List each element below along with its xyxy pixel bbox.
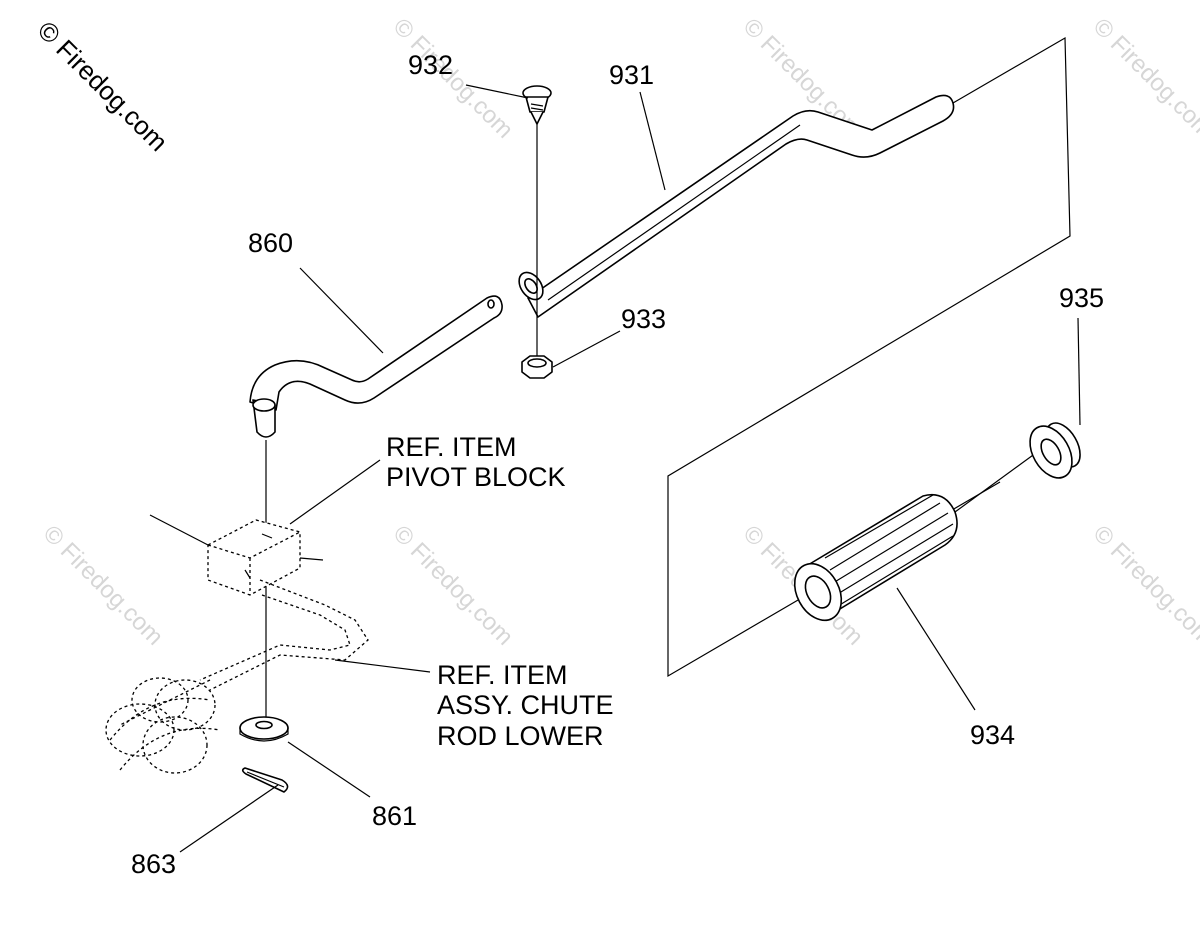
watermark-faint: © Firedog.com (1088, 13, 1200, 144)
watermark-faint: © Firedog.com (1088, 520, 1200, 651)
ref-note-line: ROD LOWER (437, 721, 604, 751)
callout-861: 861 (372, 801, 417, 831)
part-935-bushing (1029, 422, 1081, 479)
ref-note-chute-rod-lower: REF. ITEM ASSY. CHUTE ROD LOWER (437, 660, 614, 751)
part-860-rod (249, 295, 503, 438)
callout-934: 934 (970, 720, 1015, 750)
ref-note-pivot-block: REF. ITEM PIVOT BLOCK (386, 432, 566, 492)
callout-933: 933 (621, 304, 666, 334)
ref-note-line: REF. ITEM (386, 432, 517, 462)
callout-932: 932 (408, 50, 453, 80)
leader-lines (179, 84, 1081, 853)
callout-935: 935 (1059, 283, 1104, 313)
callout-863: 863 (131, 849, 176, 879)
ref-note-line: REF. ITEM (437, 660, 568, 690)
part-861-washer (239, 716, 289, 742)
part-931-tube (518, 94, 955, 318)
assembly-outline (667, 36, 1071, 678)
watermark-faint: © Firedog.com (38, 520, 169, 651)
part-932-screw (522, 85, 552, 125)
watermark-main: © Firedog.com (32, 15, 174, 157)
part-933-nut (521, 355, 553, 379)
ref-pivot-block (149, 514, 324, 596)
part-863-cotter-pin (241, 767, 289, 793)
watermark-faint: © Firedog.com (388, 520, 519, 651)
ref-note-line: PIVOT BLOCK (386, 462, 566, 492)
callout-860: 860 (248, 228, 293, 258)
ref-note-line: ASSY. CHUTE (437, 690, 614, 720)
ref-chute-rod-lower (105, 579, 369, 774)
part-934-grip (793, 449, 1041, 622)
callout-931: 931 (609, 60, 654, 90)
